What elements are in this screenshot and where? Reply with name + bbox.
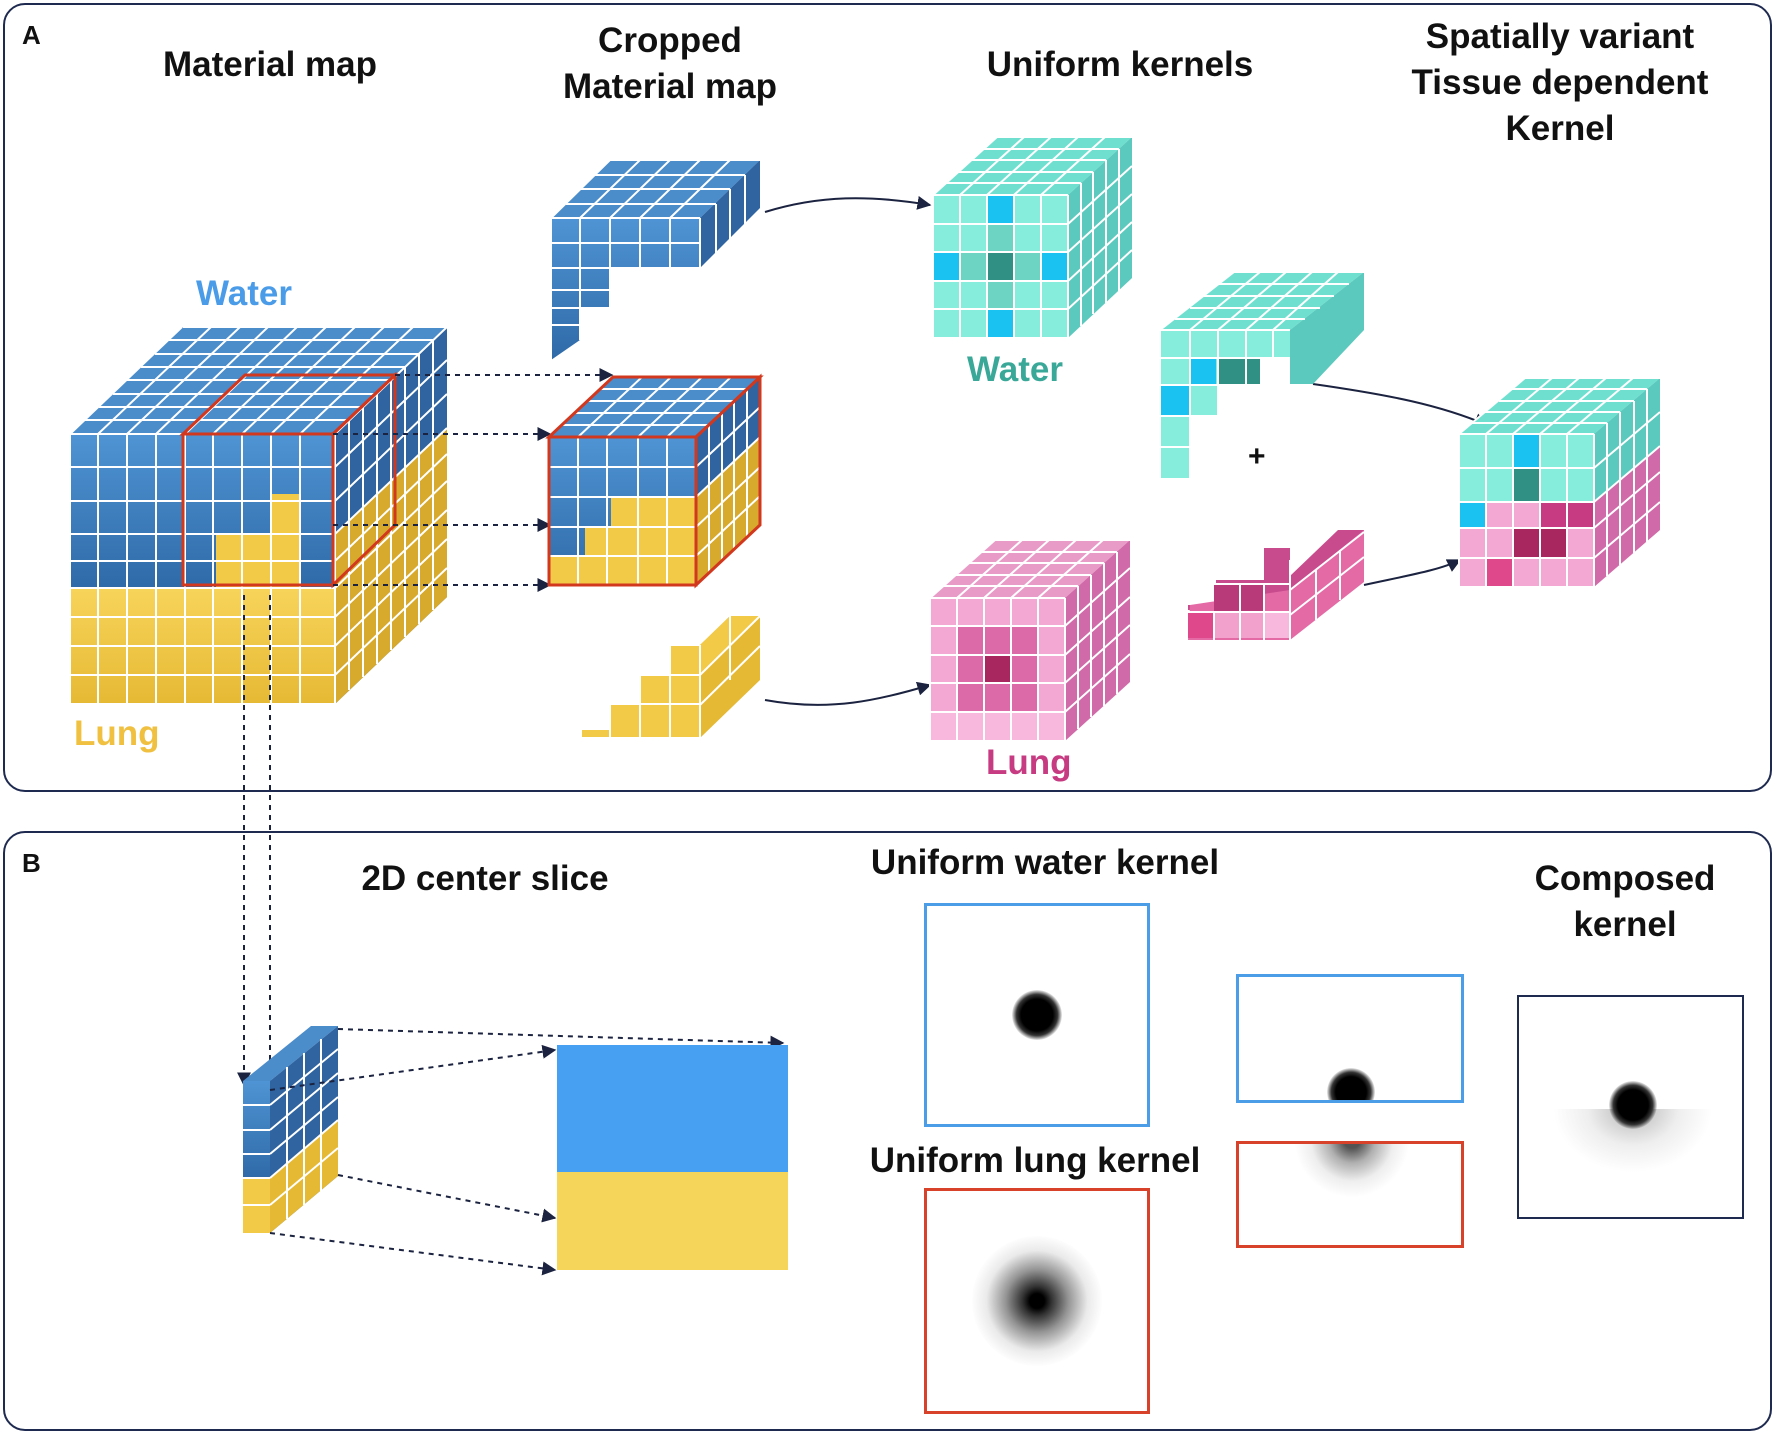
title-2d-center-slice: 2D center slice [361, 859, 609, 898]
title-uniform-lung-kernel: Uniform lung kernel [869, 1141, 1201, 1180]
uniform-water-kernel-image [924, 903, 1150, 1127]
panel-b [3, 831, 1772, 1431]
water-kernel-crop-image [1236, 974, 1464, 1103]
cropped-cube [545, 373, 764, 589]
slice-to-2d-arrows [269, 1028, 785, 1276]
label-lung-map: Lung [74, 714, 160, 753]
title-cropped-material-map: Cropped Material map [563, 21, 777, 106]
title-uniform-water-kernel: Uniform water kernel [870, 843, 1220, 882]
plus-sign: + [1248, 440, 1266, 473]
title-spatially-variant-kernel: Spatially variant Tissue dependent Kerne… [1411, 17, 1709, 148]
material-map-cube [69, 326, 448, 705]
cropped-water-piece [550, 159, 760, 360]
panel-a-label: A [22, 20, 41, 50]
lung-kernel-cube [929, 539, 1131, 742]
panel-b-label: B [22, 848, 41, 878]
composed-kernel-image [1517, 995, 1744, 1219]
panel-a [3, 3, 1772, 792]
label-water-map: Water [196, 274, 292, 313]
title-composed-kernel: Composed kernel [1534, 859, 1716, 944]
center-slice-3d [243, 1026, 339, 1233]
water-kernel-piece [1159, 271, 1364, 478]
title-uniform-kernels: Uniform kernels [986, 45, 1254, 84]
water-kernel-cube [932, 136, 1133, 339]
map-to-crop-arrows [237, 368, 614, 1087]
uniform-lung-kernel-image [924, 1188, 1150, 1414]
cropped-lung-piece [582, 615, 761, 739]
label-lung-kernel: Lung [986, 743, 1072, 782]
composed-kernel-cube [1458, 377, 1661, 588]
label-water-kernel: Water [967, 350, 1063, 389]
title-material-map: Material map [163, 45, 377, 84]
lung-kernel-crop-image [1236, 1141, 1464, 1248]
center-slice-2d [557, 1045, 788, 1270]
kernel-arrows [764, 196, 1489, 706]
lung-kernel-piece [1188, 530, 1365, 640]
